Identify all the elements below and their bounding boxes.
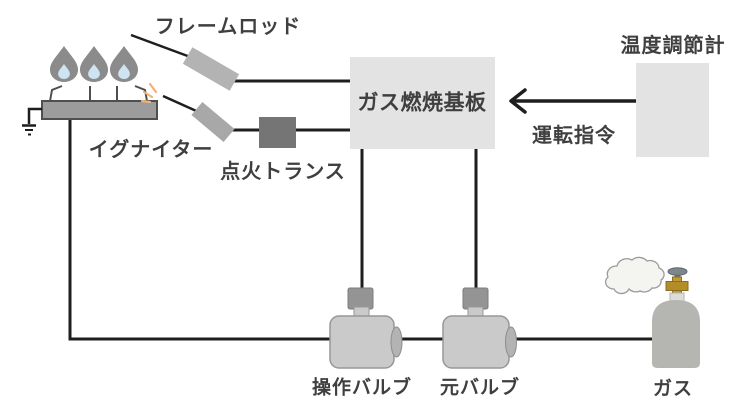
spark-icon	[140, 82, 158, 104]
wiring-lines	[68, 79, 656, 341]
igniter-label: イグナイター	[88, 139, 214, 161]
cylinder-handwheel-icon	[667, 267, 688, 276]
gas-combustion-board-box	[350, 57, 495, 149]
gas-combustion-board-label: ガス燃焼基板	[357, 91, 487, 115]
operation-valve-icon	[329, 287, 403, 369]
main-valve-icon	[442, 287, 517, 369]
gas-label: ガス	[652, 378, 694, 400]
main-valve-label: 元バルブ	[439, 377, 521, 399]
flame-icon	[50, 46, 78, 82]
burner-icon	[22, 46, 158, 136]
cylinder-body	[652, 300, 700, 368]
command-arrowhead	[509, 88, 527, 114]
operation-valve-label: 操作バルブ	[311, 377, 413, 399]
gas-cylinder-icon	[604, 256, 700, 368]
operation-command-label: 運転指令	[532, 125, 616, 147]
ground-icon	[22, 107, 42, 136]
gas-cloud-icon	[604, 256, 665, 295]
temperature-controller-box	[636, 63, 709, 157]
flame-icon	[80, 46, 108, 82]
command-arrow	[509, 88, 636, 114]
burner-bar	[41, 100, 158, 120]
flame-rod-label: フレームロッド	[154, 16, 302, 38]
burner-to-valve-wire	[68, 118, 332, 341]
flame-icon	[110, 46, 138, 82]
ignition-transformer-box	[259, 117, 296, 148]
flame-rod-icon	[130, 33, 240, 91]
ignition-transformer-label: 点火トランス	[220, 161, 346, 183]
igniter-rod-icon	[140, 82, 235, 143]
cylinder-valve-icon	[665, 276, 689, 295]
burner-grate	[49, 85, 148, 102]
flame-icons	[50, 46, 138, 82]
temperature-controller-label: 温度調節計	[620, 35, 726, 57]
